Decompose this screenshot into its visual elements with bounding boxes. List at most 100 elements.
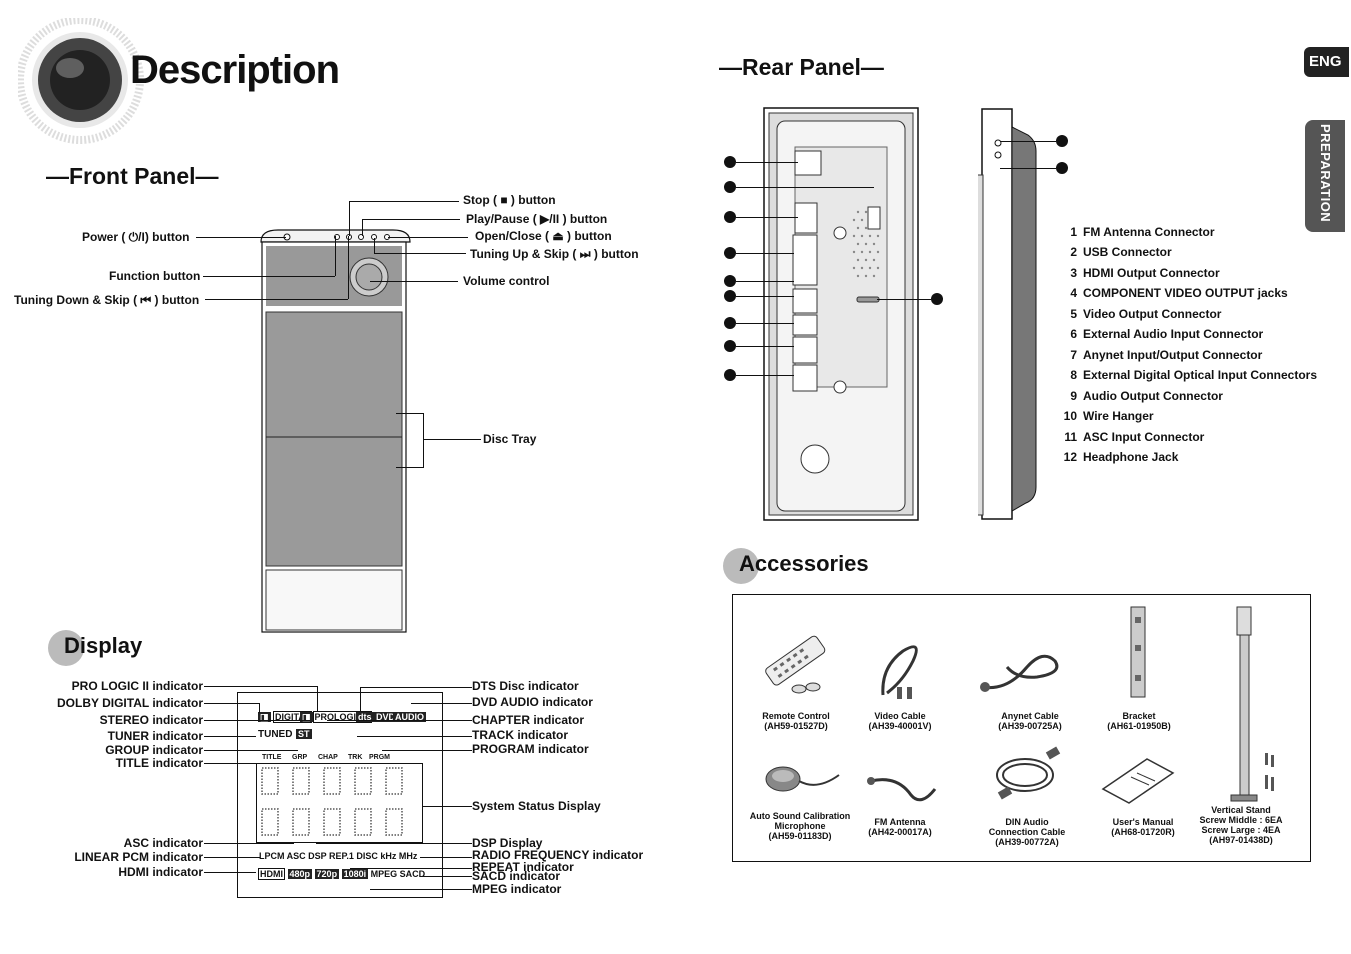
accessory-caption: FM Antenna(AH42-00017A) <box>868 817 932 837</box>
callout-dot <box>931 293 943 305</box>
indicator-dolby: ◨ DIGITAL <box>258 711 313 723</box>
tuning-down-label: Tuning Down & Skip ( ⏮ ) button <box>14 293 200 307</box>
display-label: DSP Display <box>472 836 543 850</box>
leader-line <box>204 872 256 873</box>
vertical-stand-icon <box>1229 605 1287 803</box>
leader-line <box>736 217 798 218</box>
speaker-logo-icon <box>16 16 148 148</box>
leader-line <box>203 276 335 277</box>
callout-dot <box>724 211 736 223</box>
callout-dot <box>1056 162 1068 174</box>
leader-line <box>736 296 794 297</box>
leader-line <box>316 843 472 844</box>
segment-display <box>256 763 423 843</box>
leader-line <box>360 687 472 688</box>
open-close-label: Open/Close ( ⏏ ) button <box>475 229 612 243</box>
indicator-chap: CHAP <box>318 754 338 761</box>
accessory-caption: Remote Control(AH59-01527D) <box>762 711 830 731</box>
callout-dot <box>724 181 736 193</box>
leader-line <box>396 467 424 468</box>
accessory-caption: Video Cable(AH39-40001V) <box>868 711 932 731</box>
leader-line <box>259 703 260 713</box>
indicator-grp: GRP <box>292 754 308 761</box>
microphone-icon <box>763 761 843 801</box>
display-label: MPEG indicator <box>472 882 562 896</box>
leader-line <box>204 857 260 858</box>
indicator-title: TITLE <box>262 754 282 761</box>
lang-tab: ENG <box>1304 47 1349 77</box>
leader-line <box>205 299 348 300</box>
display-label: SACD indicator <box>472 869 561 883</box>
display-label: RADIO FREQUENCY indicator <box>472 848 644 862</box>
leader-line <box>204 763 260 764</box>
bracket-icon <box>1127 605 1149 699</box>
accessories-box: Remote Control(AH59-01527D) Video Cable(… <box>732 594 1311 862</box>
indicator-audio: AUDIO <box>393 712 426 722</box>
leader-line <box>736 253 794 254</box>
accessories-heading-circle <box>723 548 759 584</box>
display-label: TUNER indicator <box>107 729 203 743</box>
leader-line <box>196 237 286 238</box>
video-cable-icon <box>873 637 933 701</box>
leader-line <box>420 857 472 858</box>
leader-line <box>736 375 794 376</box>
leader-line <box>736 323 794 324</box>
display-label: LINEAR PCM indicator <box>74 850 203 864</box>
callout-dot <box>724 247 736 259</box>
leader-line <box>204 843 294 844</box>
indicator-tuned: TUNED <box>258 729 293 740</box>
leader-line <box>396 413 424 414</box>
front-panel-heading-text: Front Panel <box>69 163 196 189</box>
display-label: STEREO indicator <box>99 713 203 727</box>
rear-panel-device <box>763 107 919 521</box>
display-label: CHAPTER indicator <box>472 713 585 727</box>
fm-antenna-icon <box>867 771 939 807</box>
dash-left: — <box>719 54 742 80</box>
leader-line <box>424 439 481 440</box>
leader-line <box>736 187 874 188</box>
accessory-caption: DIN Audio Connection Cable(AH39-00772A) <box>988 817 1066 847</box>
front-panel-heading: —Front Panel— <box>46 163 219 190</box>
leader-line <box>370 281 458 282</box>
display-label: System Status Display <box>472 799 601 813</box>
power-button-label: Power ( ⏻/I) button <box>82 230 190 244</box>
display-label: TRACK indicator <box>472 728 568 742</box>
front-panel-device <box>258 226 413 634</box>
leader-line <box>362 219 363 236</box>
display-label: TITLE indicator <box>115 756 203 770</box>
remote-control-icon <box>759 625 831 699</box>
display-label: DTS Disc indicator <box>472 679 579 693</box>
vfd-display-panel: ◨ DIGITAL ◨PROLOGIC II dts DVD AUDIO TUN… <box>237 692 443 898</box>
indicator-dvd: DVD <box>374 712 398 722</box>
display-heading-circle <box>48 630 84 666</box>
dash-right: — <box>195 163 219 189</box>
display-label: ASC indicator <box>123 836 203 850</box>
leader-line <box>357 736 472 737</box>
leader-line <box>317 686 318 712</box>
callout-dot <box>724 156 736 168</box>
leader-line <box>736 346 794 347</box>
display-label: DVD AUDIO indicator <box>472 695 593 709</box>
accessories-heading: Accessories <box>739 551 869 576</box>
leader-line <box>423 413 424 468</box>
indicator-prologic: ◨PROLOGIC II <box>300 711 373 723</box>
dash-right: — <box>860 54 884 80</box>
accessory-caption: Auto Sound Calibration Microphone(AH59-0… <box>749 811 851 841</box>
callout-dot <box>724 275 736 287</box>
rear-panel-heading-text: Rear Panel <box>742 54 861 80</box>
leader-line <box>204 720 310 721</box>
accessory-caption: Anynet Cable(AH39-00725A) <box>998 711 1062 731</box>
leader-line <box>388 237 468 238</box>
leader-line <box>362 219 460 220</box>
leader-line <box>422 806 472 807</box>
side-view-device <box>976 107 1040 521</box>
display-label: PROGRAM indicator <box>472 742 589 756</box>
